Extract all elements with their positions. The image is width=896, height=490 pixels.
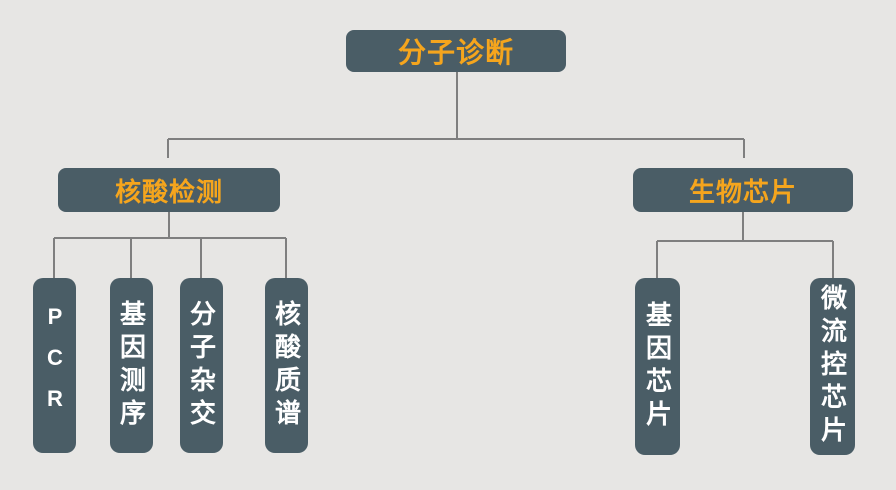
leaf-node-molecular-hybridization: 分子杂交 [180,278,223,453]
leaf-node-label: 核酸质谱 [271,299,302,432]
root-node-label: 分子诊断 [397,37,514,68]
leaf-node-nucleic-acid-mass-spectrometry: 核酸质谱 [265,278,308,453]
leaf-node-gene-chip: 基因芯片 [635,278,680,455]
branch-node-label: 核酸检测 [114,176,223,207]
leaf-node-pcr: PCR [33,278,76,453]
leaf-node-label: 微流控芯片 [817,284,848,449]
branch-node-label: 生物芯片 [688,176,797,207]
root-node-molecular-diagnosis: 分子诊断 [346,30,566,72]
leaf-node-label: 分子杂交 [186,299,217,432]
leaf-node-gene-sequencing: 基因测序 [110,278,153,453]
leaf-node-label: 基因测序 [116,299,147,432]
leaf-node-label: PCR [42,304,68,427]
leaf-node-microfluidic-chip: 微流控芯片 [810,278,855,455]
leaf-node-label: 基因芯片 [642,300,673,433]
branch-node-biochip: 生物芯片 [633,168,853,212]
branch-node-nucleic-acid-testing: 核酸检测 [58,168,280,212]
